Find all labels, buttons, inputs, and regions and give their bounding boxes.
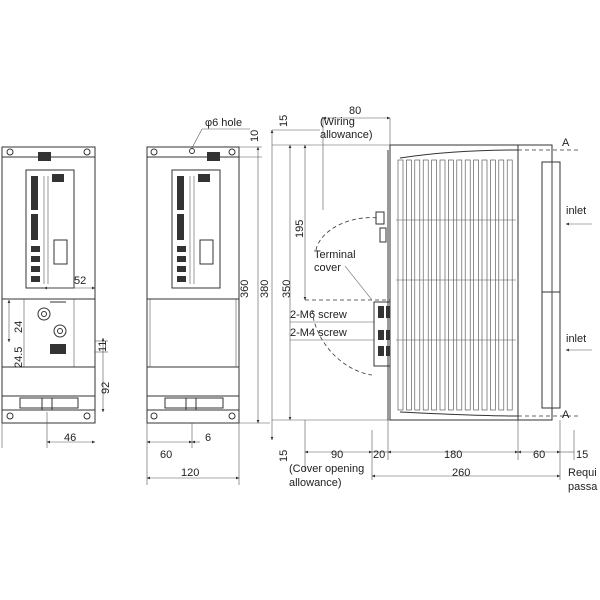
dim-10: 10 (249, 130, 261, 142)
logo-badge (38, 152, 51, 161)
heatsink-fin (448, 159, 454, 411)
heatsink-fin (464, 159, 471, 411)
dim-60-depth: 60 (533, 449, 545, 461)
heatsink-fin (431, 159, 437, 411)
lower-fan (541, 291, 561, 409)
hole-label: φ6 hole (205, 117, 242, 129)
inlet-lower: inlet (566, 333, 586, 345)
cable (315, 217, 379, 251)
heatsink-fin (498, 159, 505, 411)
dim-24-5: 24.5 (13, 347, 25, 368)
heatsink-fin (506, 159, 513, 411)
cover-opening-line2: allowance) (289, 477, 342, 489)
heatsink-fin (439, 159, 446, 411)
heatsink-fin (473, 159, 479, 411)
dim-120: 120 (181, 467, 199, 479)
side-view: φ6 hole 10 60 6 120 120 360 (146, 117, 270, 485)
depth-view: 380 350 15 195 15 80 (Wiring allowance) … (259, 105, 598, 493)
dim-15-passage: 15 (576, 449, 588, 461)
dim-15-bottom: 15 (278, 450, 290, 462)
m4-screw-label: 2-M4 screw (290, 327, 347, 339)
dim-6: 6 (205, 432, 211, 444)
dim-380: 380 (259, 280, 271, 298)
phi6-hole (189, 148, 195, 154)
required-passage-line1: Requi (568, 467, 597, 479)
heatsink-fins (396, 159, 516, 411)
side-view-outline (146, 146, 240, 424)
dim-195: 195 (294, 220, 306, 238)
dim-180: 180 (444, 449, 462, 461)
front-cover (517, 144, 553, 421)
dim-80: 80 (349, 105, 361, 117)
heatsink-fin (481, 159, 488, 411)
wiring-allowance-line1: (Wiring (320, 116, 355, 128)
dim-52: 52 (74, 275, 86, 287)
control-board-2 (171, 169, 221, 289)
dim-15-top: 15 (278, 115, 290, 127)
heatsink-fin (456, 159, 463, 411)
dim-260: 260 (452, 467, 470, 479)
cover-opening-line1: (Cover opening (289, 463, 364, 475)
logo-badge-2 (207, 152, 220, 161)
section-a-bottom: A (562, 409, 570, 421)
heatsink-fin (406, 159, 412, 411)
terminal-cover-line2: cover (314, 262, 341, 274)
heatsink-fin (422, 159, 429, 411)
dim-60: 60 (160, 449, 172, 461)
front-view: 52 24 24.5 11 92 46 (1, 146, 112, 448)
heatsink-fin (397, 159, 404, 411)
cover-swing (311, 309, 373, 376)
dim-350: 350 (281, 280, 293, 298)
m6-screw-label: 2-M6 screw (290, 309, 347, 321)
heatsink-fin (490, 159, 496, 411)
section-a-top: A (562, 137, 570, 149)
terminal-cover-line1: Terminal (314, 249, 356, 261)
required-passage-line2: passa (568, 481, 598, 493)
dim-92: 92 (100, 382, 112, 394)
dim-90: 90 (331, 449, 343, 461)
front-view-outline (1, 146, 96, 424)
terminal-block (50, 344, 66, 354)
inlet-upper: inlet (566, 205, 586, 217)
dim-360: 360 (239, 280, 251, 298)
dim-24: 24 (13, 321, 25, 333)
dim-46: 46 (64, 432, 76, 444)
wiring-allowance-line2: allowance) (320, 129, 373, 141)
heatsink-fin (414, 159, 421, 411)
dim-20: 20 (373, 449, 385, 461)
